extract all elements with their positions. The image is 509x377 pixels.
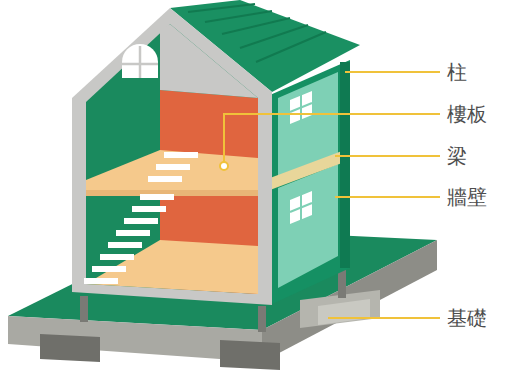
post [80, 296, 88, 322]
floor-slab [86, 150, 258, 190]
footing [318, 299, 370, 325]
beam [270, 148, 350, 190]
part-label: 牆壁 [447, 185, 487, 209]
leader-dot [220, 162, 228, 170]
post [258, 306, 266, 332]
footing [40, 334, 100, 362]
footing [220, 340, 280, 370]
leader-lines [224, 72, 440, 318]
part-label: 基礎 [447, 306, 487, 330]
interior [86, 24, 258, 294]
side-wall [270, 60, 350, 305]
part-label: 柱 [447, 60, 467, 84]
window [290, 91, 312, 124]
stairs [84, 152, 198, 284]
window [290, 191, 312, 224]
gable [160, 24, 258, 98]
part-label: 梁 [447, 144, 467, 168]
attic-window [122, 44, 158, 78]
part-label: 樓板 [447, 102, 487, 126]
column [340, 62, 350, 268]
ground-floor [86, 240, 258, 294]
front-wall [72, 8, 272, 305]
